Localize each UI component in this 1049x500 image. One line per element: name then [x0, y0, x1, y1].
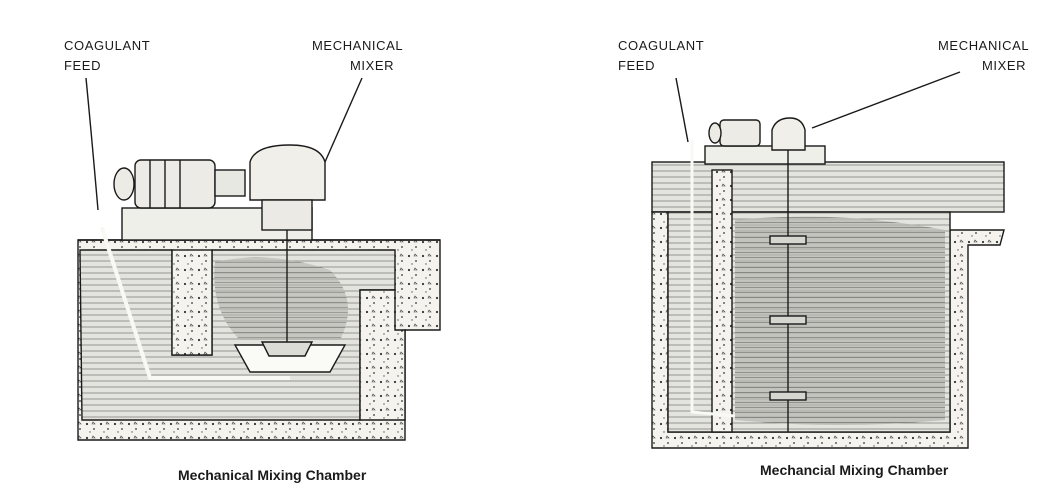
right-paddle-middle — [769, 315, 807, 325]
mixer-leader-line — [811, 71, 961, 129]
right-paddle-bottom — [769, 391, 807, 401]
mechanical-mixer-label-line2: MIXER — [350, 58, 394, 73]
coagulant-feed-label-line2: FEED — [64, 58, 101, 73]
right-baffle — [711, 169, 733, 433]
caption-left: Mechanical Mixing Chamber — [178, 467, 367, 483]
coagulant-feed-label-line1: COAGULANT — [64, 38, 150, 53]
left-turbulence — [214, 257, 348, 340]
left-gearbox — [249, 144, 326, 201]
mechanical-mixer-label-line2: MIXER — [982, 58, 1026, 73]
right-motor-body — [719, 119, 761, 147]
left-tank — [77, 239, 441, 441]
coagulant-feed-label-line2: FEED — [618, 58, 655, 73]
right-turbulence — [735, 216, 945, 425]
coagulant-feed-label-line1: COAGULANT — [618, 38, 704, 53]
diagram-left: COAGULANT FEED MECHANICAL MIXER — [64, 38, 441, 483]
left-motor-body — [134, 159, 216, 209]
right-top-slab — [651, 161, 1005, 213]
mechanical-mixer-label-line1: MECHANICAL — [312, 38, 403, 53]
caption-right: Mechancial Mixing Chamber — [760, 462, 949, 478]
feed-leader-line — [85, 77, 99, 211]
left-baffle — [171, 249, 213, 356]
left-right-step — [359, 289, 406, 421]
right-tank — [651, 161, 1005, 449]
right-paddle-top — [769, 235, 807, 245]
left-motor — [113, 144, 326, 357]
right-motor — [704, 117, 826, 432]
diagram-right: COAGULANT FEED MECHANICAL MIXER — [618, 38, 1029, 478]
right-motor-base — [704, 145, 826, 165]
mixer-leader-line — [324, 77, 363, 163]
left-impeller — [260, 341, 314, 357]
feed-leader-line — [675, 77, 689, 143]
mechanical-mixer-label-line1: MECHANICAL — [938, 38, 1029, 53]
right-gearbox — [771, 117, 806, 151]
